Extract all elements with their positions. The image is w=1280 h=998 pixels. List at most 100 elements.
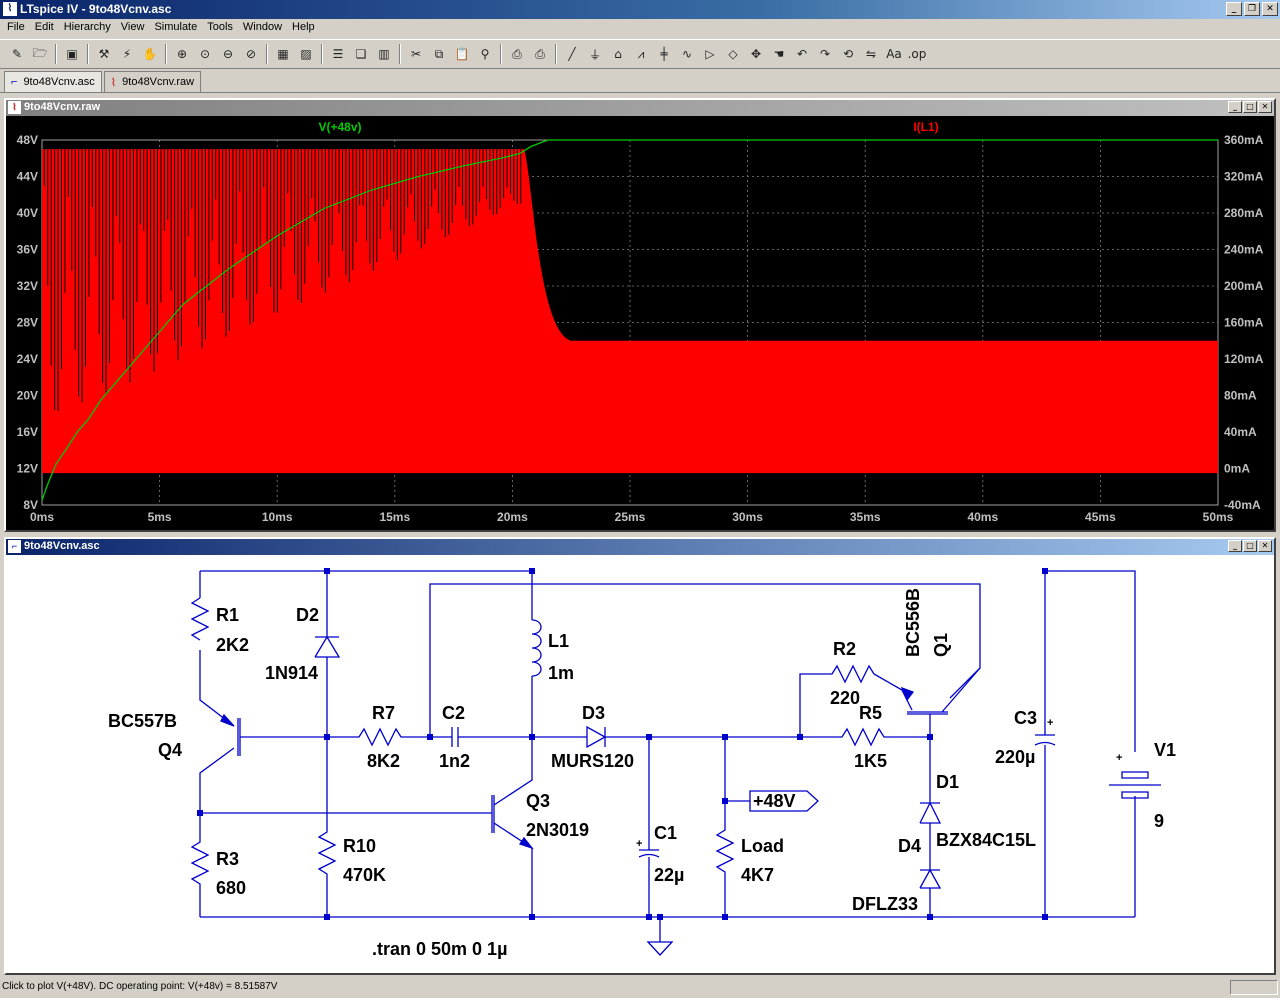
- minimize-button[interactable]: _: [1228, 540, 1242, 552]
- schematic-window[interactable]: ⌐ 9to48Vcnv.asc _ □ ✕: [4, 537, 1276, 975]
- c1-value[interactable]: 22µ: [654, 865, 684, 885]
- run-icon[interactable]: ⚡: [122, 47, 132, 61]
- move-icon[interactable]: ✥: [750, 47, 762, 61]
- load-label[interactable]: Load: [741, 836, 784, 856]
- wire-icon[interactable]: ╱: [568, 47, 576, 61]
- menu-simulate[interactable]: Simulate: [154, 21, 198, 33]
- r3-label[interactable]: R3: [216, 849, 239, 869]
- waveform-window-title-bar[interactable]: ⌇ 9to48Vcnv.raw _ □ ✕: [6, 100, 1274, 116]
- tab-waveform[interactable]: ⌇ 9to48Vcnv.raw: [103, 71, 202, 92]
- redo-icon[interactable]: ↷: [819, 47, 831, 61]
- menu-help[interactable]: Help: [292, 21, 315, 33]
- ground-icon[interactable]: ⏚: [588, 47, 601, 62]
- c3-label[interactable]: C3: [1014, 708, 1037, 728]
- r10-label[interactable]: R10: [343, 836, 376, 856]
- cascade-icon[interactable]: ❏: [355, 47, 367, 61]
- d1-value[interactable]: BZX84C15L: [936, 830, 1036, 850]
- capacitor-icon[interactable]: ╪: [660, 47, 668, 61]
- minimize-button[interactable]: _: [1226, 2, 1242, 16]
- halt-icon[interactable]: ✋: [142, 47, 158, 61]
- maximize-button[interactable]: □: [1243, 540, 1257, 552]
- r2-value[interactable]: 220: [830, 688, 860, 708]
- save-icon[interactable]: ▣: [66, 47, 78, 61]
- rotate-icon[interactable]: ⟲: [842, 47, 854, 61]
- r1-value[interactable]: 2K2: [216, 635, 249, 655]
- v1-label[interactable]: V1: [1154, 740, 1176, 760]
- zoom-out-icon[interactable]: ⊖: [222, 47, 234, 61]
- q4-value[interactable]: BC557B: [108, 711, 177, 731]
- q1-value[interactable]: BC556B: [903, 588, 923, 657]
- v1-value[interactable]: 9: [1154, 811, 1164, 831]
- diode-icon[interactable]: ▷: [705, 47, 715, 61]
- spice-directive[interactable]: .tran 0 50m 0 1µ: [372, 939, 507, 959]
- r7-label[interactable]: R7: [372, 703, 395, 723]
- autorange-icon[interactable]: ▦: [277, 47, 289, 61]
- text-icon[interactable]: Aa: [886, 47, 902, 61]
- d4-value[interactable]: DFLZ33: [852, 894, 918, 914]
- inductor-icon[interactable]: ∿: [681, 47, 693, 61]
- open-icon[interactable]: 🗁: [32, 45, 48, 60]
- print-setup-icon[interactable]: ⎙: [512, 46, 522, 61]
- r5-value[interactable]: 1K5: [854, 751, 887, 771]
- load-value[interactable]: 4K7: [741, 865, 774, 885]
- q1-label[interactable]: Q1: [931, 633, 951, 657]
- schematic-canvas[interactable]: R1 2K2 D2 1N914 R7 8K2 C2 1n2 L1 1m D3 M…: [6, 555, 1274, 973]
- zoom-in-icon[interactable]: ⊕: [176, 47, 188, 61]
- tab-schematic[interactable]: ⌐ 9to48Vcnv.asc: [4, 71, 102, 92]
- fft-icon[interactable]: ▨: [300, 47, 312, 61]
- c1-label[interactable]: C1: [654, 823, 677, 843]
- q4-label[interactable]: Q4: [158, 740, 182, 760]
- menu-tools[interactable]: Tools: [207, 21, 233, 33]
- d2-value[interactable]: 1N914: [265, 663, 318, 683]
- minimize-button[interactable]: _: [1228, 101, 1242, 113]
- c3-value[interactable]: 220µ: [995, 747, 1035, 767]
- net-label-48v[interactable]: +48V: [753, 791, 796, 811]
- d4-label[interactable]: D4: [898, 836, 921, 856]
- drag-icon[interactable]: ☚: [773, 47, 785, 61]
- c2-value[interactable]: 1n2: [439, 751, 470, 771]
- close-button[interactable]: ✕: [1258, 101, 1272, 113]
- print-icon[interactable]: ⎙: [535, 46, 545, 61]
- restore-button[interactable]: ❐: [1244, 2, 1260, 16]
- l1-value[interactable]: 1m: [548, 663, 574, 683]
- tile-horizontal-icon[interactable]: ☰: [332, 47, 344, 61]
- find-icon[interactable]: ⚲: [480, 47, 490, 61]
- new-schematic-icon[interactable]: ✎: [11, 47, 23, 61]
- menu-view[interactable]: View: [120, 21, 145, 33]
- mirror-icon[interactable]: ⇋: [865, 47, 877, 61]
- c2-label[interactable]: C2: [442, 703, 465, 723]
- tile-vertical-icon[interactable]: ▥: [378, 47, 390, 61]
- d2-label[interactable]: D2: [296, 605, 319, 625]
- r3-value[interactable]: 680: [216, 878, 246, 898]
- component-icon[interactable]: ◇: [728, 47, 738, 61]
- d3-label[interactable]: D3: [582, 703, 605, 723]
- paste-icon[interactable]: 📋: [454, 47, 470, 61]
- menu-hierarchy[interactable]: Hierarchy: [63, 21, 111, 33]
- r10-value[interactable]: 470K: [343, 865, 386, 885]
- q3-label[interactable]: Q3: [526, 791, 550, 811]
- schematic-window-title-bar[interactable]: ⌐ 9to48Vcnv.asc _ □ ✕: [6, 539, 1274, 555]
- control-panel-icon[interactable]: ⚒: [98, 47, 110, 61]
- r7-value[interactable]: 8K2: [367, 751, 400, 771]
- zoom-fit-icon[interactable]: ⊘: [245, 47, 257, 61]
- undo-icon[interactable]: ↶: [796, 47, 808, 61]
- menu-edit[interactable]: Edit: [34, 21, 54, 33]
- close-button[interactable]: ✕: [1258, 540, 1272, 552]
- label-net-icon[interactable]: ⌂: [614, 47, 622, 61]
- close-button[interactable]: ✕: [1262, 2, 1278, 16]
- resistor-icon[interactable]: ⩘: [637, 46, 645, 61]
- spice-directive-icon[interactable]: .op: [907, 47, 927, 61]
- pan-icon[interactable]: ⊙: [199, 47, 211, 61]
- menu-file[interactable]: File: [7, 21, 25, 33]
- maximize-button[interactable]: □: [1243, 101, 1257, 113]
- menu-window[interactable]: Window: [242, 21, 283, 33]
- r1-label[interactable]: R1: [216, 605, 239, 625]
- cut-icon[interactable]: ✂: [410, 47, 422, 61]
- copy-icon[interactable]: ⧉: [434, 46, 444, 61]
- r5-label[interactable]: R5: [859, 703, 882, 723]
- q3-value[interactable]: 2N3019: [526, 820, 589, 840]
- l1-label[interactable]: L1: [548, 631, 569, 651]
- d1-label[interactable]: D1: [936, 772, 959, 792]
